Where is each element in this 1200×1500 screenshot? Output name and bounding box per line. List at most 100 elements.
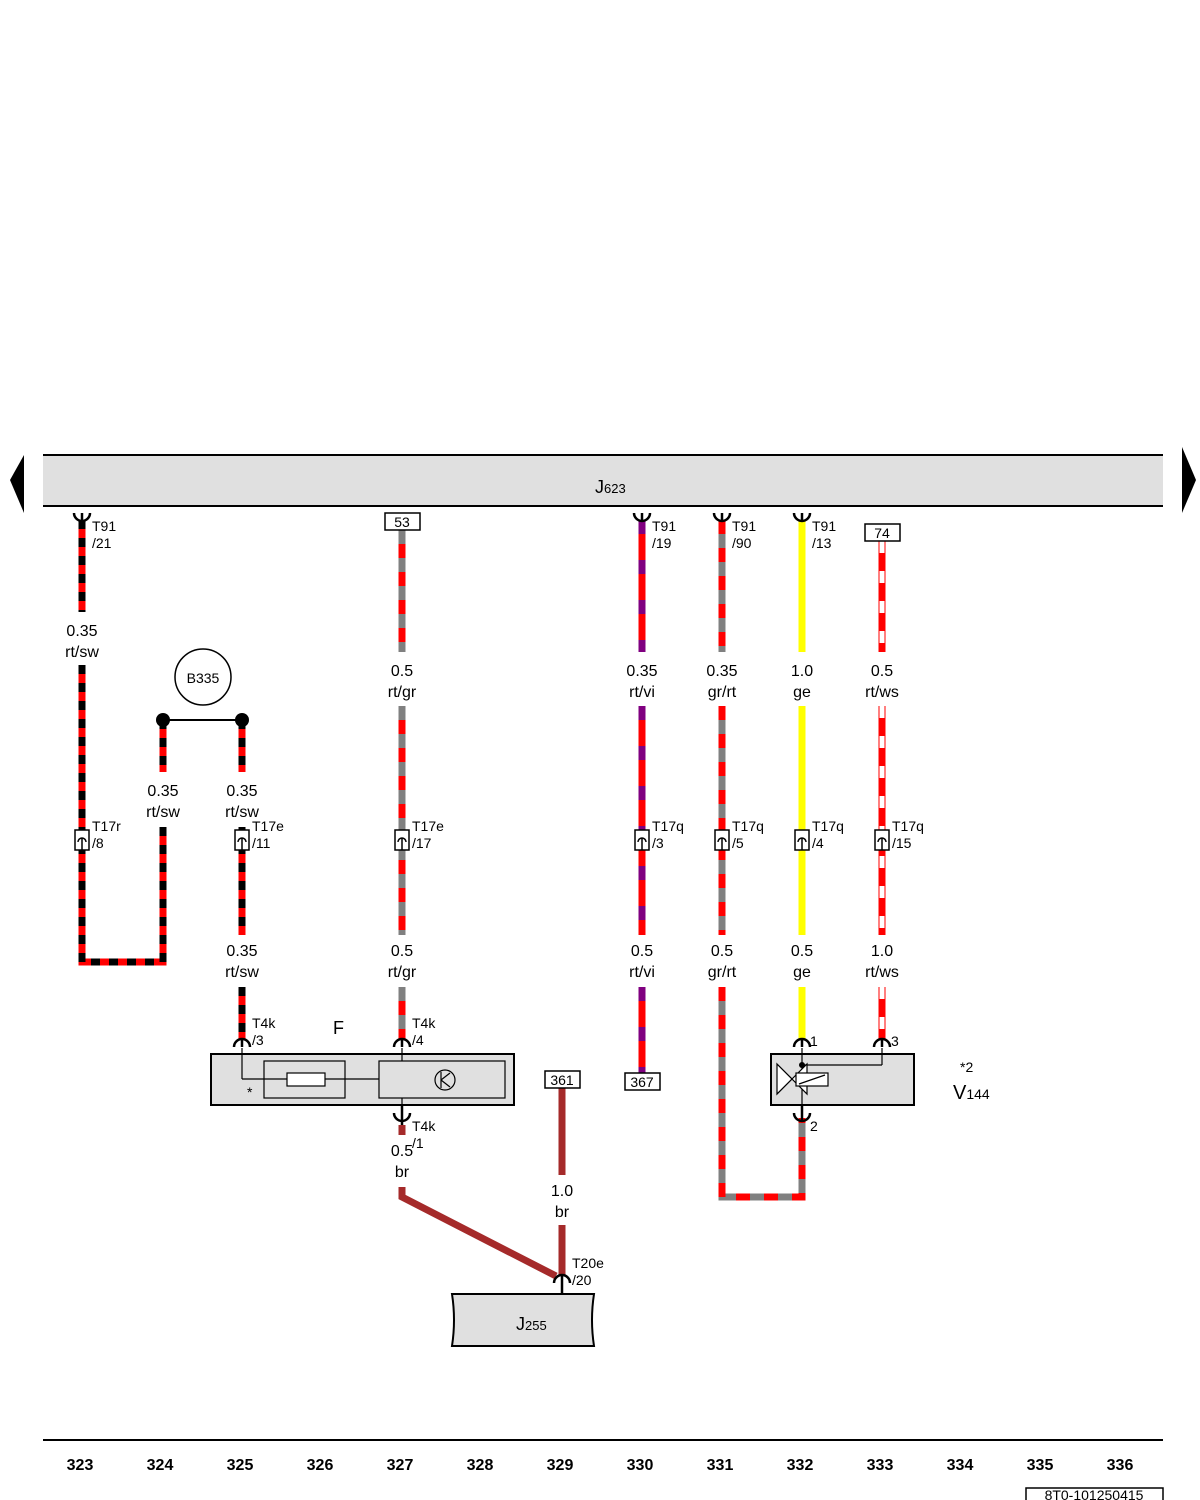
conn-t17e-11-a: T17e <box>252 818 284 834</box>
wire-size: 1.0 <box>551 1183 573 1200</box>
resistor-icon <box>286 1072 326 1087</box>
wire-color: rt/vi <box>629 964 655 981</box>
inline-connector-icon <box>634 829 650 851</box>
conn-t17q-4-b: /4 <box>812 835 824 851</box>
wire-color: br <box>555 1204 570 1221</box>
conn-t17r-8-b: /8 <box>92 835 104 851</box>
wire-size: 0.5 <box>391 663 413 680</box>
conn-t17q-3-b: /3 <box>652 835 664 851</box>
wire-color: rt/gr <box>388 684 417 701</box>
wire-size: 0.5 <box>391 943 413 960</box>
wire-size: 0.5 <box>391 1143 413 1160</box>
conn-t4k-1-b: /1 <box>412 1135 424 1151</box>
wire-labels: 0.35 rt/sw 0.35 rt/sw 0.35 rt/sw 0.35 rt… <box>65 623 899 1221</box>
ruler-number: 323 <box>67 1457 94 1474</box>
component-f[interactable] <box>210 1048 515 1110</box>
t91-pins <box>72 512 812 523</box>
junction-dot-icon <box>156 713 170 727</box>
wire-gr-rt-3 <box>718 987 806 1201</box>
ref-box-74[interactable] <box>864 523 901 542</box>
conn-t17q-5-b: /5 <box>732 835 744 851</box>
wire-size: 0.35 <box>147 783 178 800</box>
wire-size: 0.35 <box>226 783 257 800</box>
ruler-number: 336 <box>1107 1457 1134 1474</box>
ref-367-label: 367 <box>630 1074 654 1090</box>
wire-color: rt/sw <box>65 644 99 661</box>
wire-size: 0.5 <box>631 943 653 960</box>
wire-color: rt/sw <box>146 804 180 821</box>
wire-color: gr/rt <box>708 684 737 701</box>
conn-t17q-15-a: T17q <box>892 818 924 834</box>
conn-t91-90-a: T91 <box>732 518 756 534</box>
ruler-numbers: 323 324 325 326 327 328 329 330 331 332 … <box>67 1457 1134 1474</box>
wire-br-1 <box>398 1187 558 1280</box>
conn-t4k-1-a: T4k <box>412 1118 436 1134</box>
wire-color: rt/gr <box>388 964 417 981</box>
t20e-pin <box>552 1273 572 1294</box>
j623-bus-panel <box>43 455 1163 506</box>
ruler-number: 330 <box>627 1457 654 1474</box>
doc-id: 8T0-101250415 <box>1045 1487 1144 1500</box>
conn-t17q-15-b: /15 <box>892 835 912 851</box>
wire-color: rt/sw <box>225 804 259 821</box>
j623-label: J623 <box>595 477 626 497</box>
ref-box-53[interactable] <box>384 512 421 531</box>
j255-unit[interactable] <box>450 1293 596 1347</box>
t17-connectors <box>74 829 890 851</box>
conn-t91-21-a: T91 <box>92 518 116 534</box>
doc-id-box <box>1025 1487 1164 1500</box>
wire-color: rt/vi <box>629 684 655 701</box>
ref-box-367[interactable] <box>624 1072 661 1091</box>
v144-pin-1: 1 <box>810 1033 818 1049</box>
solenoid-valve-icon <box>776 1062 829 1096</box>
wire-rt-sw-2-stripe <box>78 665 167 966</box>
v144-label: V144 <box>953 1082 990 1104</box>
inline-connector-icon <box>794 829 810 851</box>
component-f-label: F <box>333 1018 344 1038</box>
inline-connector-icon <box>394 829 410 851</box>
conn-t91-19-a: T91 <box>652 518 676 534</box>
ruler-number: 335 <box>1027 1457 1054 1474</box>
conn-t17q-5-a: T17q <box>732 818 764 834</box>
wire-size: 0.5 <box>791 943 813 960</box>
component-f-star: * <box>247 1084 253 1100</box>
b335-label: B335 <box>187 670 220 686</box>
next-page-arrow-icon[interactable] <box>1182 447 1196 513</box>
wire-size: 0.35 <box>226 943 257 960</box>
ruler-number: 332 <box>787 1457 814 1474</box>
ruler-number: 331 <box>707 1457 734 1474</box>
ruler-number: 324 <box>147 1457 174 1474</box>
ref-361-label: 361 <box>550 1072 574 1088</box>
component-v144[interactable] <box>770 1048 915 1106</box>
wire-size: 0.35 <box>706 663 737 680</box>
ruler-number: 326 <box>307 1457 334 1474</box>
ref-box-361[interactable] <box>544 1070 581 1089</box>
conn-t17r-8-a: T17r <box>92 818 121 834</box>
conn-t17q-3-a: T17q <box>652 818 684 834</box>
conn-t4k-3-b: /3 <box>252 1032 264 1048</box>
wire-size: 1.0 <box>871 943 893 960</box>
conn-t20e-b: /20 <box>572 1272 592 1288</box>
inline-connector-icon <box>874 829 890 851</box>
conn-t4k-4-b: /4 <box>412 1032 424 1048</box>
j255-label: J255 <box>516 1314 547 1334</box>
b335-circle[interactable] <box>174 648 232 706</box>
junction-dot-icon <box>235 713 249 727</box>
conn-t20e-a: T20e <box>572 1255 604 1271</box>
conn-t91-21-b: /21 <box>92 535 112 551</box>
wire-color: ge <box>793 964 811 981</box>
wire-color: rt/ws <box>865 684 899 701</box>
inline-connector-icon <box>234 829 250 851</box>
prev-page-arrow-icon[interactable] <box>10 455 24 513</box>
wire-color: rt/ws <box>865 964 899 981</box>
ruler-number: 333 <box>867 1457 894 1474</box>
wire-size: 0.35 <box>66 623 97 640</box>
wire-color: ge <box>793 684 811 701</box>
t4k-pins <box>232 1037 412 1125</box>
conn-t91-13-b: /13 <box>812 535 832 551</box>
wire-size: 1.0 <box>791 663 813 680</box>
ref-74-label: 74 <box>874 525 890 541</box>
conn-t91-90-b: /90 <box>732 535 752 551</box>
ruler-number: 329 <box>547 1457 574 1474</box>
